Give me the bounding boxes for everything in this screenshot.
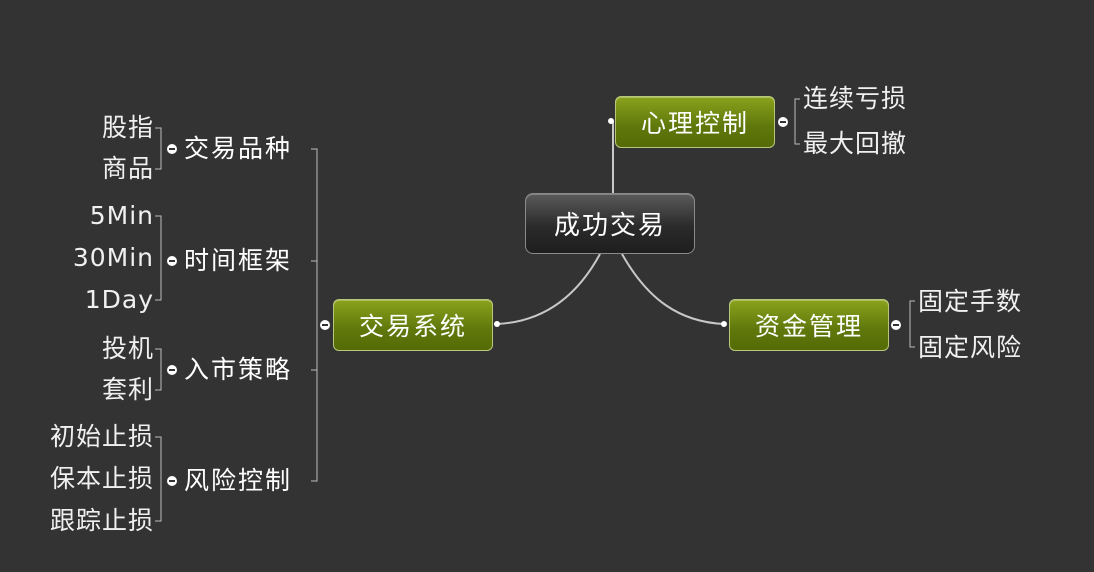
- branch-money-label: 资金管理: [754, 312, 863, 341]
- leaf-item: 5Min: [89, 201, 154, 230]
- collapse-toggle-icon[interactable]: [167, 476, 177, 486]
- collapse-toggle-icon[interactable]: [167, 144, 177, 154]
- leaf-item: 商品: [101, 154, 154, 183]
- leaf-item: 保本止损: [49, 464, 154, 493]
- leaf-item: 连续亏损: [803, 84, 908, 113]
- leaf-item: 固定手数: [918, 287, 1023, 316]
- collapse-toggle-icon[interactable]: [167, 365, 177, 375]
- group-label-timeframe[interactable]: 时间框架: [184, 246, 293, 275]
- branch-money[interactable]: 资金管理: [729, 299, 889, 351]
- collapse-toggle-icon[interactable]: [778, 117, 788, 127]
- leaf-item: 跟踪止损: [49, 506, 154, 535]
- branch-system-label: 交易系统: [358, 312, 467, 341]
- branch-psychology-label: 心理控制: [640, 109, 749, 138]
- collapse-toggle-icon[interactable]: [167, 256, 177, 266]
- leaf-item: 初始止损: [49, 422, 154, 451]
- group-label-entry-strategy[interactable]: 入市策略: [184, 355, 293, 384]
- leaf-item: 固定风险: [918, 333, 1023, 362]
- collapse-toggle-icon[interactable]: [891, 320, 901, 330]
- leaf-item: 投机: [101, 334, 154, 363]
- leaf-item: 股指: [101, 113, 154, 142]
- branch-system[interactable]: 交易系统: [333, 299, 493, 351]
- leaf-item: 1Day: [84, 285, 154, 314]
- leaf-item: 最大回撤: [803, 129, 908, 158]
- root-label: 成功交易: [553, 211, 666, 241]
- group-label-instruments[interactable]: 交易品种: [184, 134, 293, 163]
- leaf-item: 套利: [101, 375, 154, 404]
- group-label-risk-control[interactable]: 风险控制: [184, 466, 293, 495]
- leaf-item: 30Min: [72, 243, 154, 272]
- root-node[interactable]: 成功交易: [525, 193, 695, 254]
- branch-psychology[interactable]: 心理控制: [615, 96, 775, 148]
- collapse-toggle-icon[interactable]: [320, 320, 330, 330]
